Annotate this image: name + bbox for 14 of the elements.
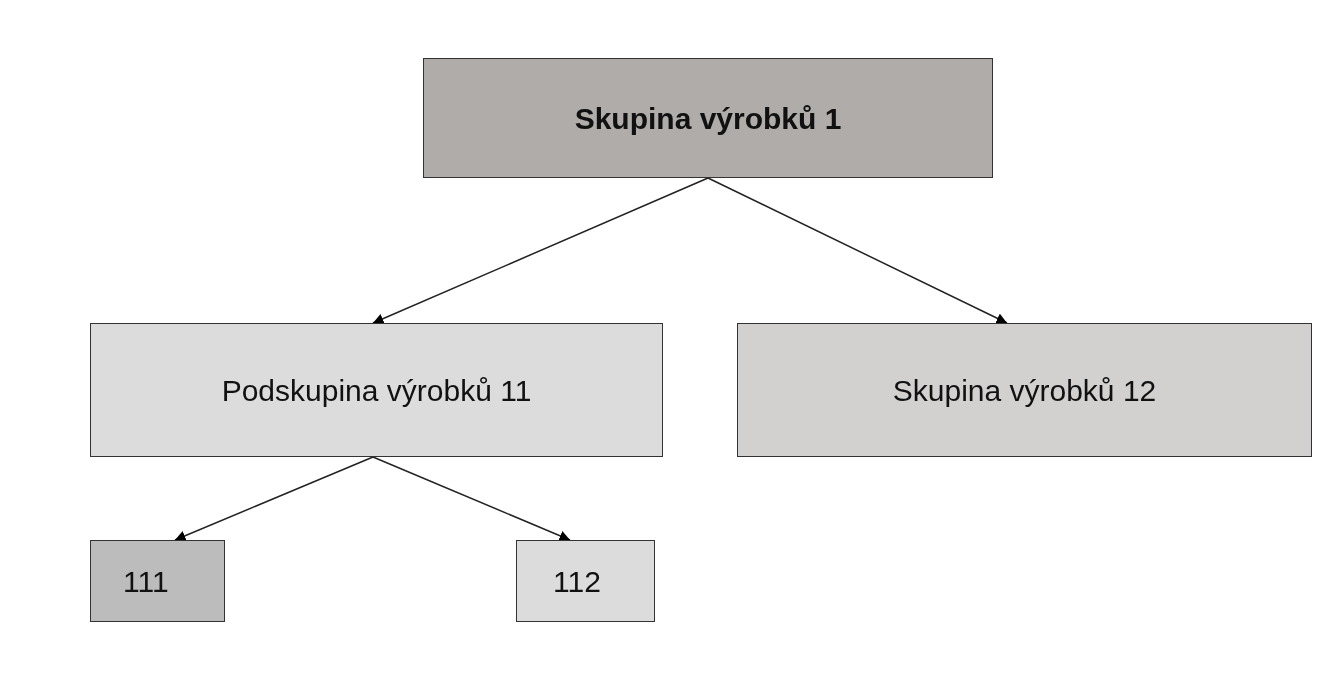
node-label: Skupina výrobků 1 [574, 100, 842, 137]
group-box [90, 540, 225, 622]
group-box [516, 540, 655, 622]
group-box [737, 323, 1312, 457]
group-box [90, 323, 663, 457]
arrow [372, 177, 709, 324]
node-label: 112 [553, 563, 601, 600]
node-label: Skupina výrobků 12 [892, 372, 1157, 409]
group-box [423, 58, 993, 178]
node-label: 111 [123, 563, 169, 600]
arrow [372, 456, 571, 541]
node-label: Podskupina výrobků 11 [221, 372, 532, 409]
arrow [707, 177, 1008, 324]
arrow [174, 456, 374, 541]
